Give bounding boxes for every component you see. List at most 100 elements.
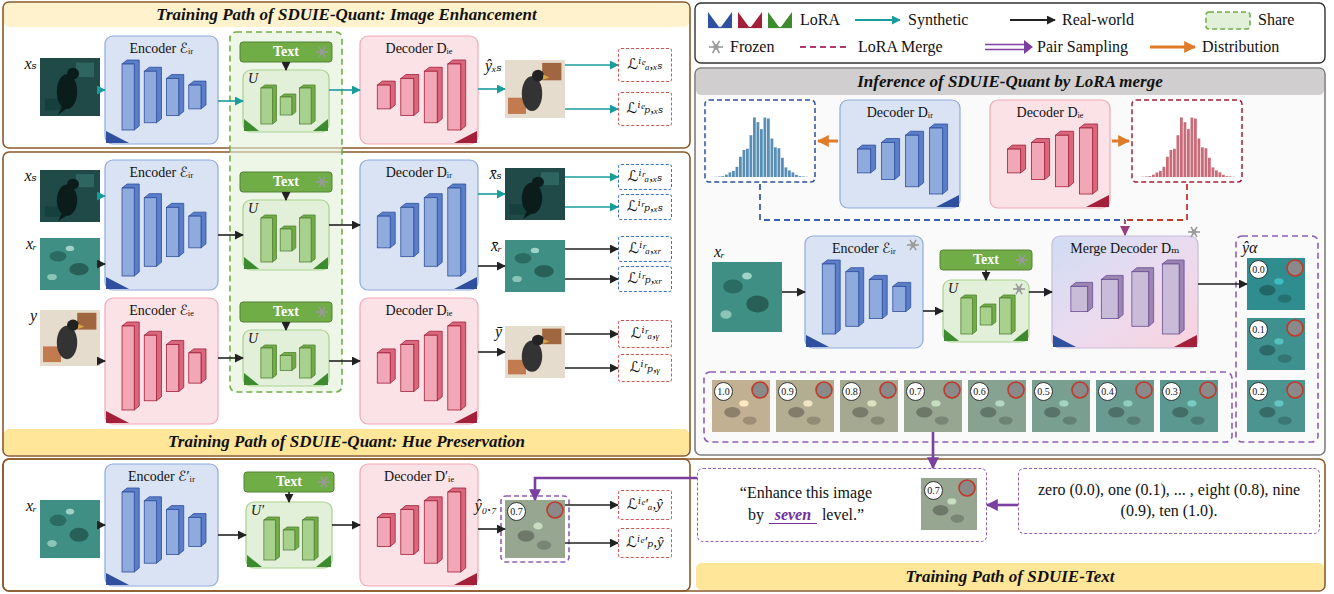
frozen-icon [1192, 230, 1196, 234]
coder-box [360, 298, 478, 424]
prompt-text: 0.7 [924, 481, 943, 500]
realworld-arrow [218, 357, 243, 359]
legend-pair-arrow [1024, 40, 1033, 54]
encoder-block: Encoder ℰᵢᵣ [805, 236, 923, 348]
frozen-icon [1016, 284, 1022, 294]
realworld-arrow [565, 367, 618, 369]
lora-wedge [454, 573, 477, 585]
rock-shape [1172, 407, 1188, 417]
bird-shape [522, 341, 542, 372]
layer-bar [144, 198, 156, 267]
module-label: U [248, 201, 258, 217]
histogram-bar [802, 176, 805, 178]
layer-bar [1162, 260, 1184, 334]
zoom-circle [1136, 382, 1152, 398]
histogram-bar [1163, 167, 1166, 177]
rock-shape [1259, 407, 1275, 417]
layer-bar [189, 81, 206, 109]
image-tile: xₛ [40, 170, 100, 222]
prompt-box: “Enhance this image bysevenlevel.”0.7 [697, 468, 987, 542]
unet-bar [303, 517, 319, 560]
module-label: Decoder Dᵢᵣ [386, 165, 453, 181]
panel-title: Inference of SDUIE-Quant by LoRA merge [695, 68, 1325, 96]
image-patch [542, 63, 561, 80]
text-prompt-block: Text [240, 172, 332, 192]
text-prompt-block: Text [244, 472, 334, 492]
light-spot [66, 509, 74, 515]
synthetic-arrow [565, 206, 618, 208]
lora-wedge [106, 131, 129, 143]
histogram-bar [806, 176, 809, 177]
layer-bar [1055, 135, 1068, 186]
image-symbol: xᵣ [714, 243, 725, 261]
histogram-bar [1166, 157, 1169, 177]
output-thumbnail: 1.0 [712, 380, 770, 432]
histogram-bar [739, 157, 742, 177]
layer-bar [424, 501, 437, 563]
legend-text: Real-world [1062, 11, 1134, 29]
realworld-arrow [285, 62, 287, 70]
layer-bar [401, 207, 414, 256]
histogram-bar [718, 176, 721, 177]
lora-wedge [313, 119, 328, 131]
module-label: Encoder ℰᵢᵣ [129, 41, 193, 57]
frozen-icon [319, 47, 325, 57]
rock-shape [723, 280, 743, 294]
decoder-block: Decoder Dᵢₑ [360, 298, 478, 424]
unet-bar [1000, 298, 1012, 334]
frozen-icon [713, 41, 720, 53]
layer-bar [448, 60, 466, 130]
layer-bar [144, 497, 161, 563]
legend-text: Share [1258, 11, 1294, 29]
light-spot [1274, 278, 1283, 284]
pair-sampling-arrow [932, 432, 935, 468]
rock-shape [537, 541, 551, 550]
layer-bar [424, 335, 437, 401]
image-symbol: xₛ [25, 167, 38, 185]
lora-wedge [454, 277, 477, 289]
loss-symbol: ℒⁱʳₚ,ₓₛ [627, 198, 663, 215]
zoom-circle [944, 382, 960, 398]
layer-bar [167, 207, 179, 256]
zoom-circle [1287, 320, 1303, 336]
unet-bar [280, 353, 296, 371]
layer-bar [167, 79, 179, 116]
layer-bar [448, 188, 461, 276]
bird-beak [543, 339, 550, 344]
layer-bar [122, 326, 134, 410]
title-band [696, 563, 1324, 590]
enhanced-image [904, 380, 962, 432]
legend-pair-arrow [985, 49, 1026, 51]
module-label: Text [973, 252, 999, 268]
synthetic-arrow [100, 89, 105, 91]
layer-bar [122, 322, 139, 410]
enhanced-image [1160, 380, 1218, 432]
layer-bar [144, 335, 156, 401]
light-spot [533, 523, 543, 530]
loss-box: ℒⁱʳₐ,ₓₛ [618, 164, 672, 190]
coder-box [360, 464, 478, 586]
histogram-bar [792, 172, 795, 177]
module-label: U [248, 331, 258, 347]
loss-symbol: ℒⁱʳₐ,ₓᵣ [628, 240, 661, 257]
layer-bar [377, 212, 395, 248]
unet-box [243, 70, 329, 132]
loss-symbol: ℒⁱʳₚ,ₓᵣ [628, 270, 663, 287]
rock-shape [935, 416, 949, 424]
light-spot [867, 400, 876, 406]
encoder-block: Encoder ℰ′ᵢᵣ [105, 464, 218, 586]
enhanced-image [968, 380, 1026, 432]
clear-image [505, 326, 565, 378]
layer-bar [846, 272, 859, 327]
legend-share-sample [1206, 12, 1250, 29]
panel-frame [3, 152, 690, 456]
level-number: 0.3 [1162, 382, 1181, 401]
module-label: Decoder Dᵢₑ [1017, 105, 1084, 121]
underwater-image [712, 262, 782, 332]
layer-bar [377, 514, 395, 547]
layer-bar [893, 286, 906, 311]
legend-lora-sample [721, 12, 732, 27]
light-spot [531, 248, 539, 253]
unet-bar [280, 356, 292, 371]
zoom-circle [880, 382, 896, 398]
